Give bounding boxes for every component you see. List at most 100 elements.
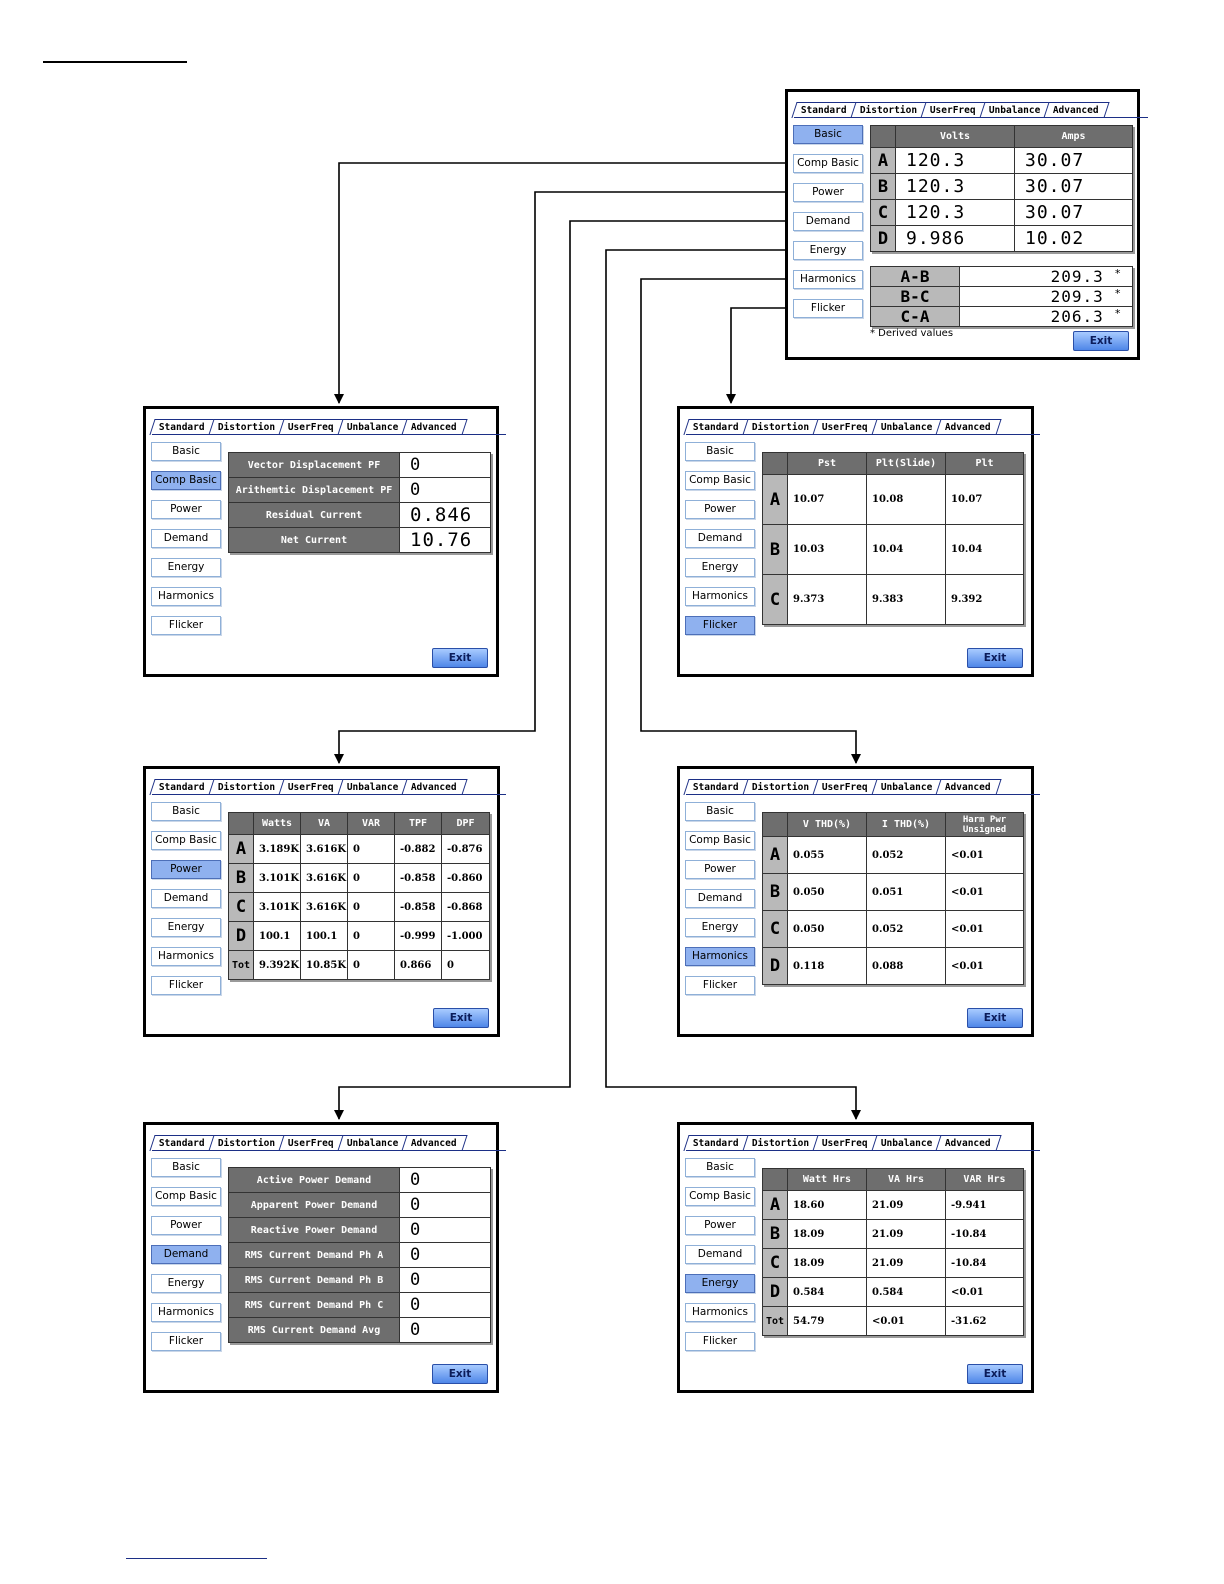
tab-unbalance[interactable]: Unbalance xyxy=(337,1135,408,1151)
tab-userfreq[interactable]: UserFreq xyxy=(278,419,344,435)
side-btn-demand[interactable]: Demand xyxy=(685,529,755,548)
side-btn-basic[interactable]: Basic xyxy=(151,802,221,821)
tab-standard[interactable]: Standard xyxy=(683,419,749,435)
tab-unbalance[interactable]: Unbalance xyxy=(337,779,408,795)
tab-userfreq[interactable]: UserFreq xyxy=(812,1135,878,1151)
side-btn-demand[interactable]: Demand xyxy=(151,889,221,908)
tab-userfreq[interactable]: UserFreq xyxy=(920,102,986,118)
tab-advanced[interactable]: Advanced xyxy=(935,419,1002,435)
exit-button[interactable]: Exit xyxy=(967,1364,1023,1384)
exit-button[interactable]: Exit xyxy=(967,1008,1023,1028)
side-btn-basic[interactable]: Basic xyxy=(151,1158,221,1177)
tab-unbalance[interactable]: Unbalance xyxy=(871,1135,942,1151)
side-btn-comp-basic[interactable]: Comp Basic xyxy=(685,1187,755,1206)
side-btn-demand[interactable]: Demand xyxy=(685,1245,755,1264)
exit-button[interactable]: Exit xyxy=(433,1008,489,1028)
tab-standard[interactable]: Standard xyxy=(149,779,215,795)
tab-unbalance[interactable]: Unbalance xyxy=(871,779,942,795)
side-btn-comp-basic[interactable]: Comp Basic xyxy=(151,831,221,850)
side-btn-harmonics[interactable]: Harmonics xyxy=(151,1303,221,1322)
side-btn-basic[interactable]: Basic xyxy=(685,442,755,461)
tab-distortion[interactable]: Distortion xyxy=(208,419,285,435)
side-btn-basic[interactable]: Basic xyxy=(685,1158,755,1177)
tab-distortion[interactable]: Distortion xyxy=(208,1135,285,1151)
side-btn-energy[interactable]: Energy xyxy=(793,241,863,260)
tab-distortion[interactable]: Distortion xyxy=(742,779,819,795)
side-btn-flicker[interactable]: Flicker xyxy=(685,616,755,635)
side-btn-comp-basic[interactable]: Comp Basic xyxy=(151,471,221,490)
side-btn-power[interactable]: Power xyxy=(151,500,221,519)
tab-unbalance[interactable]: Unbalance xyxy=(337,419,408,435)
side-btn-harmonics[interactable]: Harmonics xyxy=(793,270,863,289)
side-btn-flicker[interactable]: Flicker xyxy=(151,976,221,995)
va-hrs-value: 0.584 xyxy=(866,1277,946,1307)
side-btn-demand[interactable]: Demand xyxy=(151,1245,221,1264)
tab-distortion[interactable]: Distortion xyxy=(742,419,819,435)
side-btn-power[interactable]: Power xyxy=(793,183,863,202)
tab-distortion[interactable]: Distortion xyxy=(850,102,927,118)
tab-advanced[interactable]: Advanced xyxy=(401,779,468,795)
side-btn-power[interactable]: Power xyxy=(685,500,755,519)
line-value: 209.3 * xyxy=(959,266,1133,287)
side-btn-harmonics[interactable]: Harmonics xyxy=(685,1303,755,1322)
side-btn-flicker[interactable]: Flicker xyxy=(151,616,221,635)
tab-unbalance[interactable]: Unbalance xyxy=(979,102,1050,118)
side-btn-comp-basic[interactable]: Comp Basic xyxy=(151,1187,221,1206)
side-btn-energy[interactable]: Energy xyxy=(151,1274,221,1293)
tab-standard[interactable]: Standard xyxy=(791,102,857,118)
tab-standard[interactable]: Standard xyxy=(149,1135,215,1151)
side-btn-harmonics[interactable]: Harmonics xyxy=(685,947,755,966)
header-watts: Watts xyxy=(253,812,301,835)
tab-advanced[interactable]: Advanced xyxy=(935,779,1002,795)
side-btn-comp-basic[interactable]: Comp Basic xyxy=(793,154,863,173)
side-btn-energy[interactable]: Energy xyxy=(685,1274,755,1293)
tab-advanced[interactable]: Advanced xyxy=(935,1135,1002,1151)
row-label: D xyxy=(870,225,896,252)
tab-userfreq[interactable]: UserFreq xyxy=(278,1135,344,1151)
side-btn-comp-basic[interactable]: Comp Basic xyxy=(685,831,755,850)
side-btn-basic[interactable]: Basic xyxy=(685,802,755,821)
header-cell xyxy=(870,125,896,148)
exit-button[interactable]: Exit xyxy=(432,648,488,668)
exit-button[interactable]: Exit xyxy=(967,648,1023,668)
tab-distortion[interactable]: Distortion xyxy=(742,1135,819,1151)
tab-distortion[interactable]: Distortion xyxy=(208,779,285,795)
tab-standard[interactable]: Standard xyxy=(683,1135,749,1151)
tab-userfreq[interactable]: UserFreq xyxy=(812,419,878,435)
side-btn-harmonics[interactable]: Harmonics xyxy=(151,947,221,966)
tab-userfreq[interactable]: UserFreq xyxy=(278,779,344,795)
va-hrs-value: 21.09 xyxy=(866,1248,946,1278)
side-btn-flicker[interactable]: Flicker xyxy=(685,976,755,995)
side-btn-energy[interactable]: Energy xyxy=(151,918,221,937)
side-btn-flicker[interactable]: Flicker xyxy=(151,1332,221,1351)
side-btn-comp-basic[interactable]: Comp Basic xyxy=(685,471,755,490)
side-btn-energy[interactable]: Energy xyxy=(685,918,755,937)
tab-advanced[interactable]: Advanced xyxy=(401,1135,468,1151)
tab-userfreq[interactable]: UserFreq xyxy=(812,779,878,795)
kv-value: 0 xyxy=(399,1217,491,1243)
side-btn-basic[interactable]: Basic xyxy=(793,125,863,144)
side-btn-power[interactable]: Power xyxy=(685,860,755,879)
tab-advanced[interactable]: Advanced xyxy=(1043,102,1110,118)
side-btn-energy[interactable]: Energy xyxy=(151,558,221,577)
side-btn-energy[interactable]: Energy xyxy=(685,558,755,577)
side-btn-demand[interactable]: Demand xyxy=(793,212,863,231)
side-btn-flicker[interactable]: Flicker xyxy=(685,1332,755,1351)
side-btn-flicker[interactable]: Flicker xyxy=(793,299,863,318)
exit-button[interactable]: Exit xyxy=(1073,331,1129,351)
exit-button[interactable]: Exit xyxy=(432,1364,488,1384)
tab-standard[interactable]: Standard xyxy=(149,419,215,435)
side-btn-harmonics[interactable]: Harmonics xyxy=(685,587,755,606)
tab-unbalance[interactable]: Unbalance xyxy=(871,419,942,435)
side-btn-power[interactable]: Power xyxy=(685,1216,755,1235)
side-btn-power[interactable]: Power xyxy=(151,1216,221,1235)
tab-advanced[interactable]: Advanced xyxy=(401,419,468,435)
side-btn-demand[interactable]: Demand xyxy=(151,529,221,548)
side-btn-demand[interactable]: Demand xyxy=(685,889,755,908)
side-btn-power[interactable]: Power xyxy=(151,860,221,879)
side-btn-harmonics[interactable]: Harmonics xyxy=(151,587,221,606)
tab-standard[interactable]: Standard xyxy=(683,779,749,795)
side-btn-basic[interactable]: Basic xyxy=(151,442,221,461)
